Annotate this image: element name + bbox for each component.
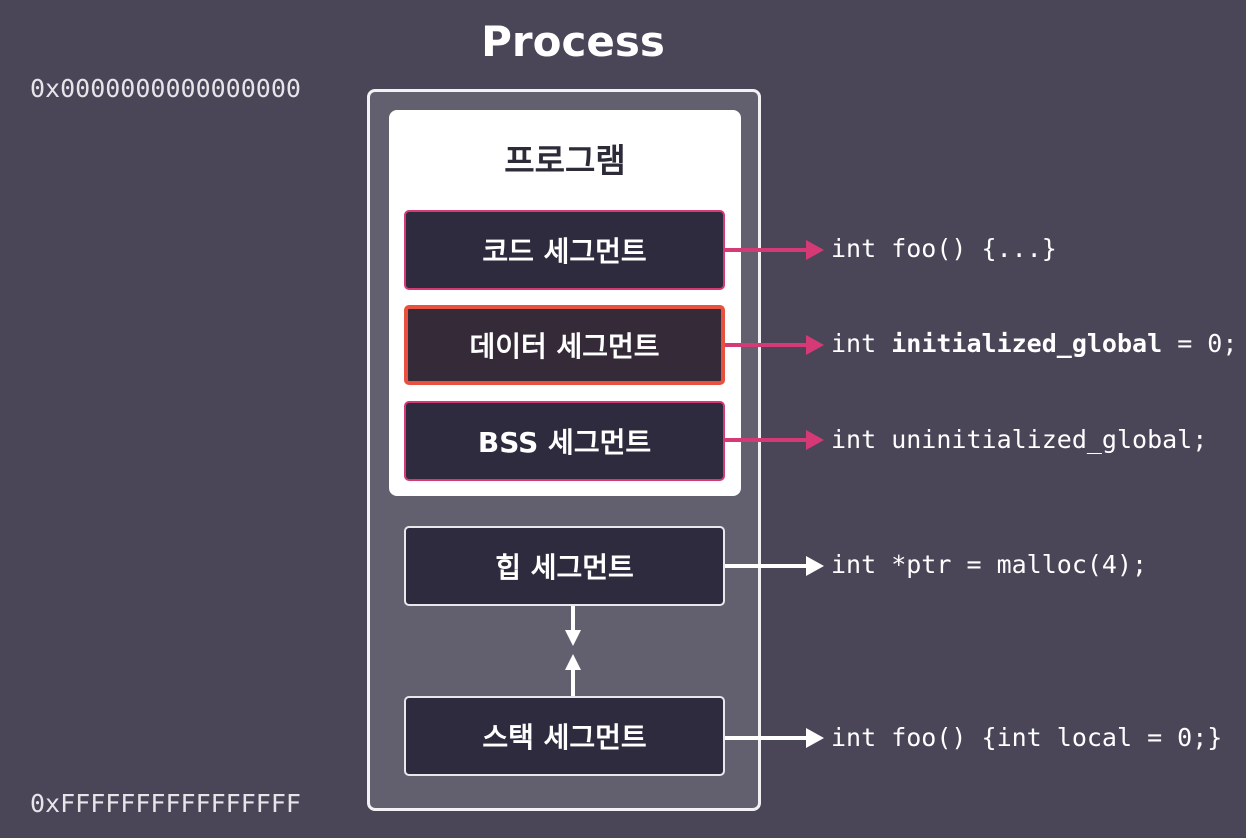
heap-segment-example: int *ptr = malloc(4); [831,550,1148,579]
heap-segment: 힙 세그먼트 [404,526,725,606]
address-end-label: 0xFFFFFFFFFFFFFFFF [30,789,301,818]
data-segment: 데이터 세그먼트 [404,305,725,385]
stack-segment-example: int foo() {int local = 0;} [831,723,1223,752]
process-title: Process [481,17,665,66]
stack-segment: 스택 세그먼트 [404,696,725,776]
stack-segment-label: 스택 세그먼트 [482,721,647,754]
code-segment: 코드 세그먼트 [404,210,725,290]
data-example-suffix: = 0; [1162,329,1238,358]
bss-segment-example: int uninitialized_global; [831,425,1208,454]
heap-segment-label: 힙 세그먼트 [495,551,634,584]
code-segment-label: 코드 세그먼트 [482,235,647,268]
address-start-label: 0x0000000000000000 [30,74,301,103]
code-segment-example: int foo() {...} [831,234,1057,263]
data-example-variable: initialized_global [891,329,1163,358]
bss-segment-label: BSS 세그먼트 [477,426,652,459]
bss-segment: BSS 세그먼트 [404,401,725,481]
data-example-prefix: int [831,329,892,358]
data-segment-example: int initialized_global = 0; [831,328,1237,360]
data-segment-label: 데이터 세그먼트 [469,330,660,363]
program-label: 프로그램 [504,141,626,180]
